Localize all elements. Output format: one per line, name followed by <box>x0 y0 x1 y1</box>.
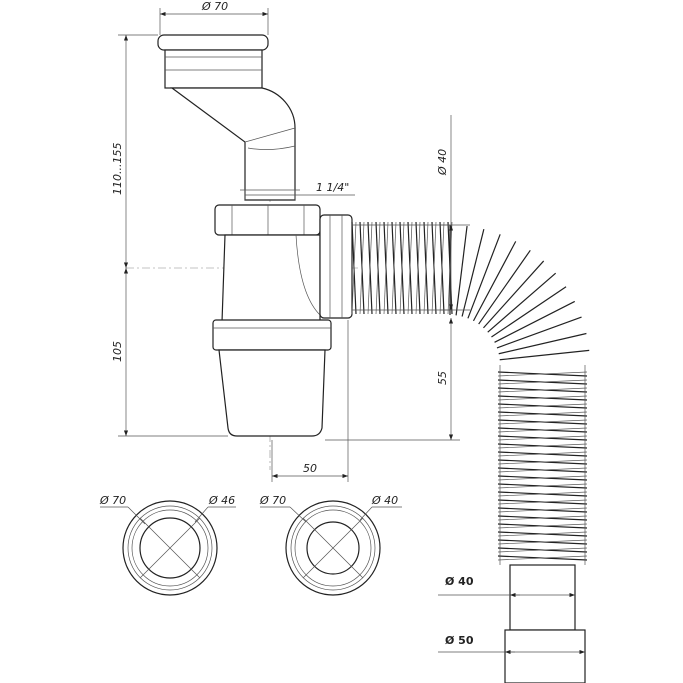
ring-view-46: Ø 70 Ø 46 <box>99 494 236 596</box>
dim-height-adjustable: 110...155 <box>111 143 124 195</box>
dim-outlet-offset: 50 <box>303 462 317 475</box>
corrugated-hose <box>351 221 590 565</box>
dim-thread: 1 1/4" <box>316 181 349 194</box>
ring-1-outer-label: Ø 70 <box>99 494 126 507</box>
ring-2-outer-label: Ø 70 <box>259 494 286 507</box>
ring-1-inner-label: Ø 46 <box>208 494 235 507</box>
ring-view-40: Ø 70 Ø 40 <box>259 494 402 596</box>
dim-end-inner: Ø 40 <box>445 575 474 588</box>
hose-end-fittings <box>504 564 586 683</box>
siphon-body <box>157 34 353 437</box>
dim-top-diameter: Ø 70 <box>201 0 228 13</box>
dimension-lines <box>118 8 585 655</box>
dim-hose-diameter: Ø 40 <box>436 149 449 176</box>
dim-outlet-height: 55 <box>436 371 449 385</box>
dim-end-outer: Ø 50 <box>445 634 474 647</box>
dim-height-lower: 105 <box>111 341 124 362</box>
ring-2-inner-label: Ø 40 <box>371 494 398 507</box>
